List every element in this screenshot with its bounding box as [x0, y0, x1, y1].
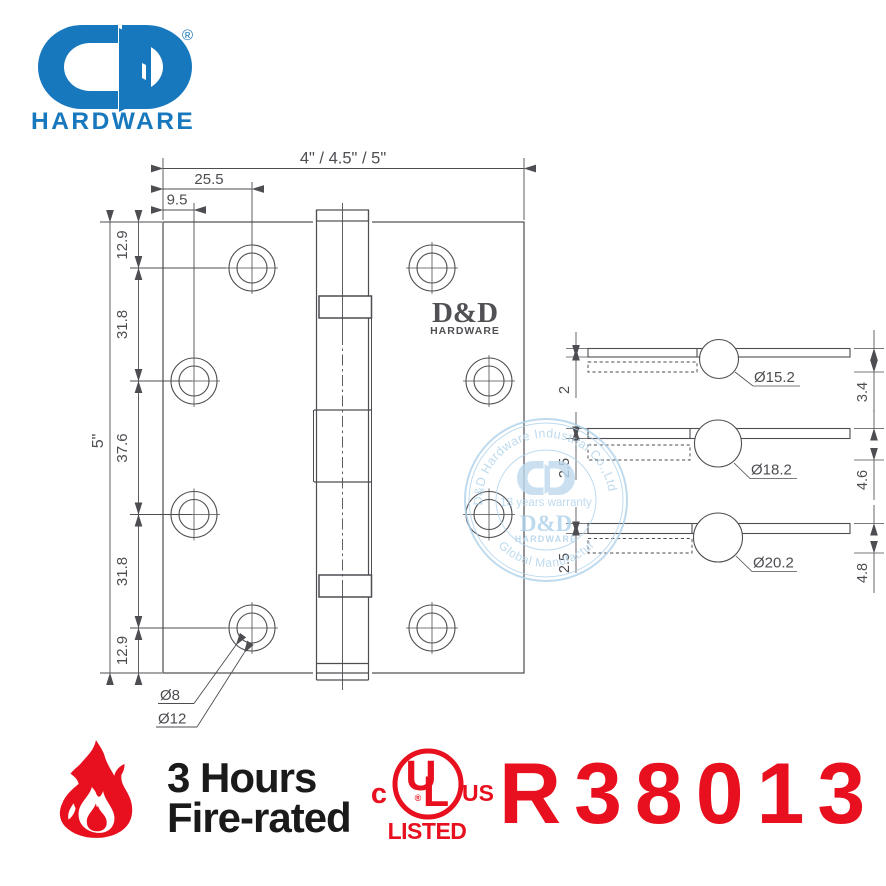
ul-letter-u: U	[405, 752, 436, 800]
logo-left-d	[38, 25, 118, 109]
logo-right-d	[122, 25, 192, 109]
dim-row-spacing: 31.8	[114, 557, 131, 586]
dim-leaf-thickness: 2	[557, 386, 573, 394]
leaf-brand-stamp: D&D HARDWARE	[430, 297, 500, 337]
watermark-logo-icon	[517, 461, 575, 495]
dim-closed-thickness: 4.8	[855, 563, 871, 583]
screw-holes	[168, 242, 515, 654]
label-screw-hole-dia: Ø8	[160, 687, 180, 704]
hole	[463, 355, 515, 407]
watermark-warranty: 18 years warranty	[500, 497, 592, 509]
stamp-brand: D&D	[432, 297, 498, 329]
dnd-logo-icon: ®	[38, 25, 193, 112]
logo-door-handle	[142, 63, 146, 80]
hole	[226, 242, 278, 294]
fire-rating-text: 3 Hours Fire-rated	[167, 754, 352, 841]
stamp-sub: HARDWARE	[430, 325, 500, 337]
dim-offset-outer: 25.5	[194, 171, 223, 188]
dim-knuckle-diameter: Ø20.2	[753, 555, 794, 572]
brand-wordmark: HARDWARE	[31, 108, 196, 135]
ul-c: c	[371, 778, 387, 810]
dim-knuckle-diameter: Ø18.2	[751, 462, 792, 479]
top-dimensions: 4" / 4.5" / 5" 25.5 9.5	[150, 150, 537, 356]
label-countersink-dia: Ø12	[158, 711, 186, 728]
dim-offset-inner: 9.5	[167, 192, 188, 209]
ul-registered: ®	[415, 793, 422, 803]
ul-letter-l: L	[423, 768, 449, 816]
ul-listed-label: LISTED	[388, 818, 467, 844]
hinge-barrel	[313, 203, 373, 690]
dim-closed-thickness: 4.6	[855, 470, 871, 490]
ul-circle	[392, 748, 464, 820]
cross-section-1: 2 3.4 Ø15.2	[557, 330, 884, 412]
hole-leaders: Ø8 Ø12	[156, 632, 254, 728]
dim-row-spacing: 37.6	[114, 433, 131, 462]
dim-leaf-thickness: 2.5	[557, 553, 573, 573]
cross-section-3: 2.5 4.8 Ø20.2	[557, 505, 884, 593]
dim-knuckle-diameter: Ø15.2	[754, 369, 795, 386]
hole	[406, 242, 458, 294]
watermark-brand-sub: HARDWARE	[515, 534, 578, 544]
dim-row-spacing: 31.8	[114, 310, 131, 339]
dim-overall-width: 4" / 4.5" / 5"	[300, 150, 387, 168]
logo-door	[119, 28, 151, 112]
dim-closed-thickness: 3.4	[855, 382, 871, 402]
dim-row-spacing: 12.9	[114, 230, 131, 259]
fire-rating-line1: 3 Hours	[167, 754, 317, 801]
hole	[406, 602, 458, 654]
fire-rating-line2: Fire-rated	[167, 794, 352, 841]
ul-us: US	[462, 780, 494, 806]
dim-overall-height: 5"	[90, 434, 107, 449]
watermark-brand: D&D	[520, 511, 572, 536]
certification-number: R38013	[499, 746, 879, 842]
left-dimensions: 5" 12.9 31.8 37.6 31.8 12.9	[90, 209, 226, 686]
ul-listed-mark: U L ® c US LISTED	[371, 748, 494, 844]
dim-row-spacing: 12.9	[114, 636, 131, 665]
flame-icon	[59, 740, 133, 838]
registered-mark: ®	[182, 27, 193, 44]
hole	[226, 602, 278, 654]
